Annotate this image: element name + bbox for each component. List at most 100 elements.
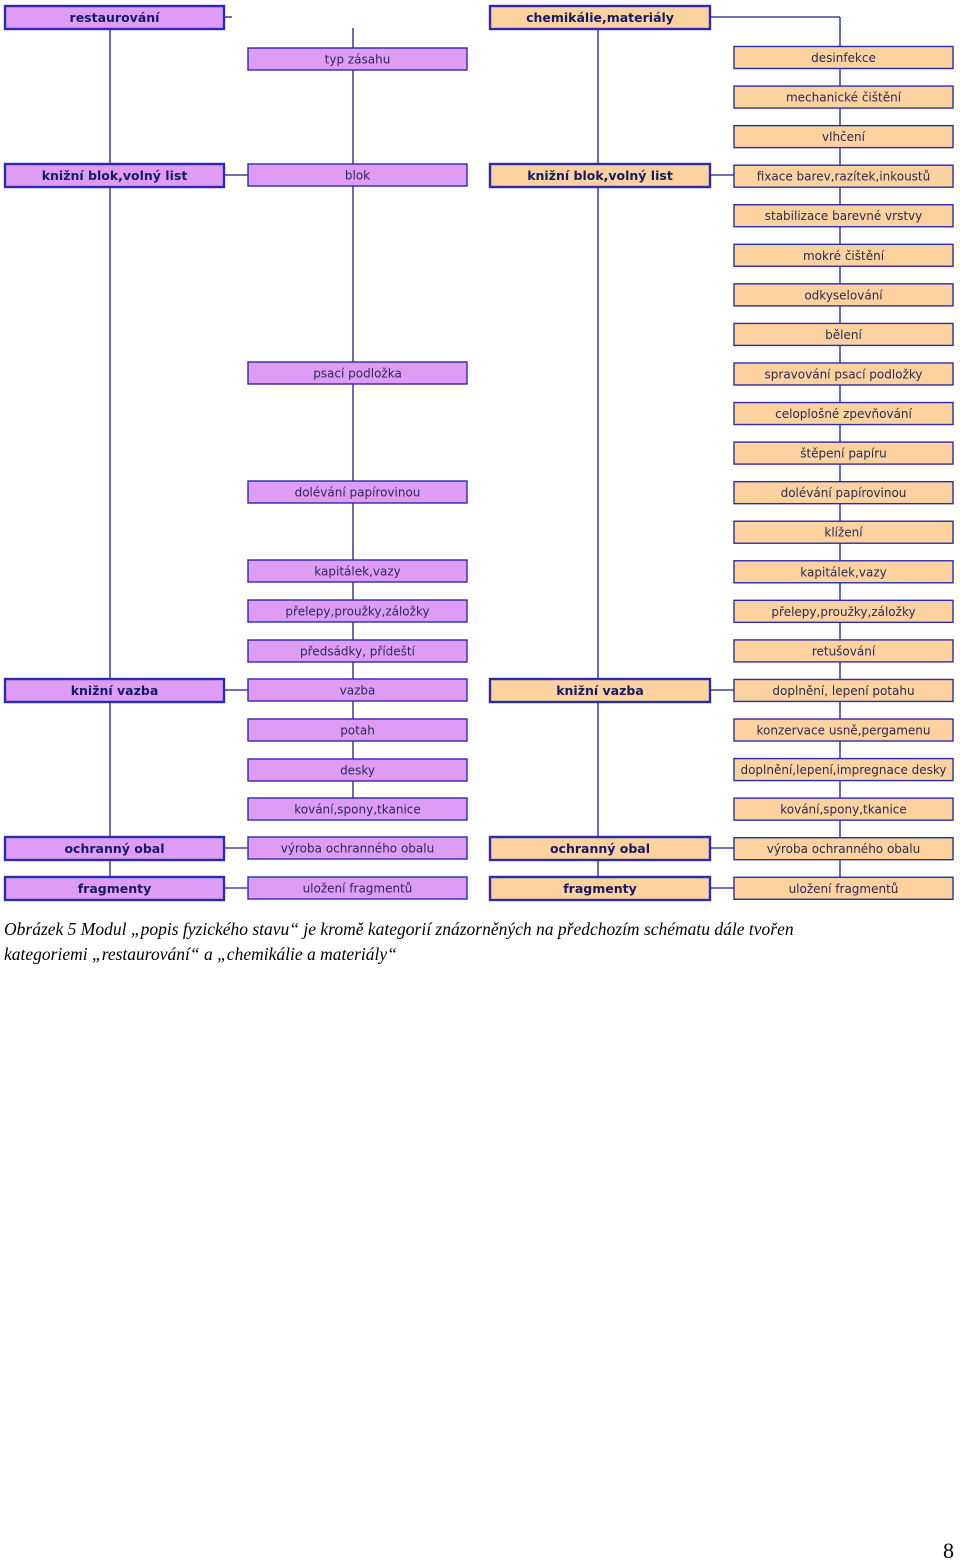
right-item-box-13-label: klížení xyxy=(824,526,863,540)
left-item-box-11: výroba ochranného obalu xyxy=(247,836,468,860)
right-item-box-15: přelepy,proužky,záložky xyxy=(733,599,954,624)
right-category-box-2: knižní vazba xyxy=(488,677,712,704)
right-item-box-18-rect xyxy=(733,718,954,742)
left-column-title-box-label: typ zásahu xyxy=(325,53,391,67)
right-item-box-22-rect xyxy=(733,876,954,900)
right-item-box-1-label: desinfekce xyxy=(811,51,876,65)
right-category-box-2-label: knižní vazba xyxy=(556,683,644,698)
right-item-box-18-label: konzervace usně,pergamenu xyxy=(757,724,931,738)
right-category-box-3-label: ochranný obal xyxy=(550,841,650,856)
right-item-box-5: stabilizace barevné vrstvy xyxy=(733,204,954,228)
left-item-box-8-rect xyxy=(247,718,468,742)
right-item-box-10-label: celoplošné zpevňování xyxy=(775,407,912,421)
right-item-box-4-rect xyxy=(733,164,954,188)
right-item-box-16-rect xyxy=(733,639,954,663)
left-item-box-10-label: kování,spony,tkanice xyxy=(294,803,421,817)
left-item-box-2: psací podložka xyxy=(247,361,468,385)
right-item-box-22: uložení fragmentů xyxy=(733,876,954,900)
left-category-box-2-rect xyxy=(3,677,226,704)
right-item-box-20-rect xyxy=(733,797,954,821)
right-header-box-rect xyxy=(488,4,712,31)
right-item-box-8: bělení xyxy=(733,322,954,347)
caption-line-2: kategoriemi „restaurování“ a „chemikálie… xyxy=(4,944,397,964)
right-item-box-1: desinfekce xyxy=(733,45,954,70)
left-header-box-rect xyxy=(3,4,226,31)
left-header-box-label: restaurování xyxy=(70,10,161,25)
right-item-box-21-label: výroba ochranného obalu xyxy=(767,842,920,856)
right-item-box-17: doplnění, lepení potahu xyxy=(733,678,954,703)
left-item-box-12-label: uložení fragmentů xyxy=(303,882,413,896)
right-item-box-6-label: mokré čištění xyxy=(803,249,885,263)
left-item-box-9-rect xyxy=(247,758,468,782)
left-column-title-box-rect xyxy=(247,47,468,71)
right-item-box-8-label: bělení xyxy=(825,328,862,342)
right-item-box-18: konzervace usně,pergamenu xyxy=(733,718,954,742)
right-header-box-label: chemikálie,materiály xyxy=(526,10,674,25)
right-category-box-3: ochranný obal xyxy=(488,835,712,862)
right-item-box-7: odkyselování xyxy=(733,283,954,307)
right-item-box-22-label: uložení fragmentů xyxy=(789,882,899,896)
right-item-box-6: mokré čištění xyxy=(733,243,954,268)
left-item-box-8: potah xyxy=(247,718,468,742)
left-item-box-1-label: blok xyxy=(345,169,370,183)
structure-diagram: restaurování typ zásahu knižní blok,volný … xyxy=(3,4,954,902)
caption-line-1: Obrázek 5 Modul „popis fyzického stavu“ … xyxy=(4,919,794,939)
right-item-box-9: spravování psací podložky xyxy=(733,362,954,386)
right-item-box-9-rect xyxy=(733,362,954,386)
right-item-box-16: retušování xyxy=(733,639,954,663)
left-item-box-9-label: desky xyxy=(340,764,375,778)
right-item-box-3-label: vlhčení xyxy=(822,130,866,144)
left-item-box-4-label: kapitálek,vazy xyxy=(314,565,400,579)
left-item-box-2-rect xyxy=(247,361,468,385)
left-category-box-2-label: knižní vazba xyxy=(71,683,159,698)
left-item-box-5: přelepy,proužky,záložky xyxy=(247,599,468,623)
left-item-box-6-label: předsádky, přídeští xyxy=(300,645,416,659)
right-item-box-14-rect xyxy=(733,560,954,584)
right-item-box-14: kapitálek,vazy xyxy=(733,560,954,584)
left-item-box-11-label: výroba ochranného obalu xyxy=(281,842,434,856)
right-item-box-13-rect xyxy=(733,520,954,544)
right-item-box-17-rect xyxy=(733,678,954,703)
right-item-box-5-rect xyxy=(733,204,954,228)
right-category-box-1: knižní blok,volný list xyxy=(488,162,712,189)
left-item-box-7: vazba xyxy=(247,678,468,702)
left-item-box-3-label: dolévání papírovinou xyxy=(295,486,421,500)
right-item-box-19-rect xyxy=(733,757,954,782)
right-item-box-4-label: fixace barev,razítek,inkoustů xyxy=(757,170,931,184)
right-item-box-12-label: dolévání papírovinou xyxy=(781,486,907,500)
left-item-box-10-rect xyxy=(247,797,468,821)
left-item-box-6-rect xyxy=(247,639,468,663)
right-item-box-16-label: retušování xyxy=(812,644,876,658)
left-category-box-3-label: ochranný obal xyxy=(64,841,164,856)
right-item-box-17-label: doplnění, lepení potahu xyxy=(772,684,914,698)
left-item-box-12-rect xyxy=(247,876,468,900)
right-item-box-20-label: kování,spony,tkanice xyxy=(780,803,907,817)
right-item-box-21-rect xyxy=(733,837,954,861)
left-item-box-5-label: přelepy,proužky,záložky xyxy=(285,605,429,619)
right-item-box-5-label: stabilizace barevné vrstvy xyxy=(765,209,923,223)
left-category-box-3: ochranný obal xyxy=(3,835,226,862)
right-item-box-12-rect xyxy=(733,480,954,505)
right-item-box-2-rect xyxy=(733,85,954,109)
left-item-box-11-rect xyxy=(247,836,468,860)
left-category-box-3-rect xyxy=(3,835,226,862)
page-number: 8 xyxy=(943,1538,954,1563)
right-item-box-19-label: doplnění,lepení,impregnace desky xyxy=(740,763,946,777)
right-item-box-4: fixace barev,razítek,inkoustů xyxy=(733,164,954,188)
left-item-box-1-rect xyxy=(247,163,468,187)
right-item-box-19: doplnění,lepení,impregnace desky xyxy=(733,757,954,782)
right-item-box-7-label: odkyselování xyxy=(804,288,883,302)
diagram-boxes: restaurování typ zásahu knižní blok,volný … xyxy=(3,4,954,902)
left-category-box-2: knižní vazba xyxy=(3,677,226,704)
right-item-box-8-rect xyxy=(733,322,954,347)
right-item-box-11: štěpení papíru xyxy=(733,441,954,465)
left-header-box: restaurování xyxy=(3,4,226,31)
left-item-box-9: desky xyxy=(247,758,468,782)
left-item-box-7-label: vazba xyxy=(340,684,376,698)
right-category-box-1-label: knižní blok,volný list xyxy=(527,168,673,183)
right-item-box-11-label: štěpení papíru xyxy=(800,447,887,461)
right-category-box-1-rect xyxy=(488,162,712,189)
right-item-box-10-rect xyxy=(733,401,954,426)
left-item-box-4-rect xyxy=(247,559,468,583)
left-category-box-4-label: fragmenty xyxy=(78,881,152,896)
